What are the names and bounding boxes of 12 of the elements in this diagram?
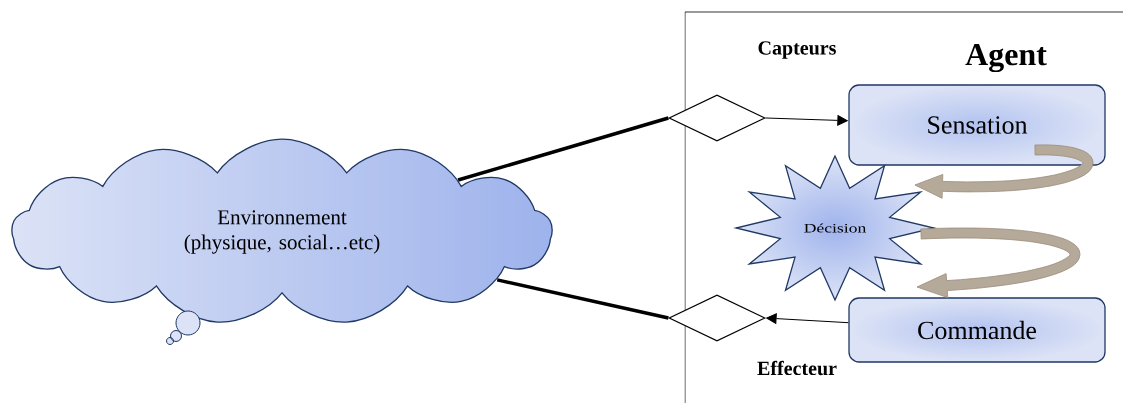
frame-title: Agent	[965, 43, 1047, 73]
sensor-label: Capteurs	[758, 41, 836, 59]
curved-arrow	[914, 144, 1094, 199]
connector	[766, 313, 849, 324]
connector	[765, 115, 848, 126]
process-box: Sensation	[848, 84, 1106, 166]
process-box: Commande	[848, 297, 1106, 363]
cloud: Environnement (physique, social…etc)	[11, 138, 553, 323]
connector	[496, 278, 669, 320]
connector	[457, 116, 669, 182]
sensor-label: Effecteur	[757, 360, 837, 376]
curved-arrow	[916, 227, 1081, 298]
